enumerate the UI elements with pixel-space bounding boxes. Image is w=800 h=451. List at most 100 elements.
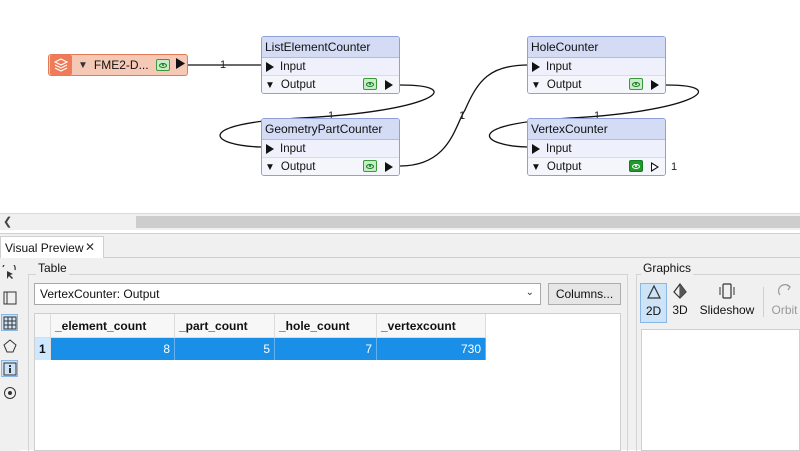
scrollbar-thumb[interactable] <box>136 216 800 228</box>
output-port[interactable]: ▼ Output <box>528 158 665 175</box>
triangle-2d-icon <box>641 284 666 304</box>
input-port-icon <box>532 61 540 72</box>
output-port[interactable]: ▼ Output <box>262 76 399 93</box>
slideshow-button[interactable]: Slideshow <box>697 283 757 323</box>
port-label: Input <box>280 60 306 73</box>
workspace-canvas[interactable]: 1 1 1 1 1 ▼ FME2-D... ListElementCounter… <box>0 0 800 213</box>
port-label: Input <box>546 142 572 155</box>
preview-side-toolbar <box>0 260 20 451</box>
transformer-holecounter[interactable]: HoleCounter Input ▼ Output <box>527 36 666 94</box>
port-label: Output <box>280 79 316 91</box>
close-icon[interactable]: ✕ <box>84 240 95 254</box>
pyramid-3d-icon <box>668 283 692 303</box>
canvas-horizontal-scrollbar[interactable]: ❮ <box>0 213 800 230</box>
table-cell[interactable]: 8 <box>51 338 175 360</box>
input-port-icon <box>532 143 540 154</box>
camera-settings-icon[interactable] <box>1 384 18 401</box>
button-label: 3D <box>672 303 688 317</box>
port-label: Input <box>546 60 572 73</box>
graphics-group-box <box>636 274 800 451</box>
tab-visual-preview[interactable]: Visual Preview ✕ <box>0 236 104 258</box>
slideshow-icon <box>697 283 757 303</box>
columns-button[interactable]: Columns... <box>548 283 621 305</box>
column-header[interactable]: _part_count <box>175 314 275 338</box>
feature-table[interactable]: _element_count _part_count _hole_count _… <box>34 313 621 451</box>
input-port[interactable]: Input <box>262 140 399 158</box>
graphics-viewport[interactable] <box>641 329 800 451</box>
input-port-icon <box>266 61 274 72</box>
output-port-icon[interactable] <box>175 58 185 72</box>
scroll-left-arrow-icon[interactable]: ❮ <box>3 216 13 228</box>
input-port[interactable]: Input <box>528 140 665 158</box>
connection-count-label: 1 <box>328 110 335 122</box>
output-port-icon <box>385 80 393 90</box>
reader-name: FME2-D... <box>93 58 149 72</box>
connection-count-label: 1 <box>220 59 227 71</box>
orbit-button[interactable]: Orbit <box>769 283 800 323</box>
table-cell[interactable]: 7 <box>275 338 377 360</box>
column-header[interactable]: _element_count <box>51 314 175 338</box>
chevron-down-icon[interactable]: ▼ <box>531 161 541 173</box>
select-cursor-icon[interactable] <box>1 264 18 281</box>
table-cell[interactable]: 5 <box>175 338 275 360</box>
transformer-title: ListElementCounter <box>262 37 399 58</box>
polygon-icon[interactable] <box>1 337 18 354</box>
input-port[interactable]: Input <box>262 58 399 76</box>
column-header[interactable]: _vertexcount <box>377 314 486 338</box>
connection-listelementcounter-to-geometrypartcounter <box>219 84 435 148</box>
input-port-icon <box>266 143 274 154</box>
output-port[interactable]: ▼ Output <box>262 158 399 175</box>
inspect-eye-icon[interactable] <box>363 78 377 90</box>
transformer-vertexcounter[interactable]: VertexCounter Input ▼ Output <box>527 118 666 176</box>
port-label: Input <box>280 142 306 155</box>
preview-tab-bar: Visual Preview ✕ <box>0 234 800 258</box>
graphics-group-label: Graphics <box>641 261 694 275</box>
transformer-geometrypartcounter[interactable]: GeometryPartCounter Input ▼ Output <box>261 118 400 176</box>
input-port[interactable]: Input <box>528 58 665 76</box>
transformer-listelementcounter[interactable]: ListElementCounter Input ▼ Output <box>261 36 400 94</box>
orbit-icon <box>769 283 800 303</box>
button-label: Orbit <box>771 303 798 317</box>
feature-info-panel-icon[interactable] <box>1 289 18 306</box>
selected-output-value: VertexCounter: Output <box>40 287 160 301</box>
port-label: Output <box>280 161 316 173</box>
inspect-eye-icon[interactable] <box>155 59 170 71</box>
layers-icon <box>50 55 72 75</box>
column-header[interactable]: _hole_count <box>275 314 377 338</box>
output-port[interactable]: ▼ Output <box>528 76 665 93</box>
table-view-icon[interactable] <box>1 314 18 331</box>
toolbar-separator <box>763 287 764 317</box>
connection-count-label: 1 <box>459 110 466 122</box>
chevron-down-icon[interactable]: ▼ <box>265 79 275 91</box>
visual-preview-panel: Visual Preview ✕ Table VertexCounter: Ou… <box>0 233 800 451</box>
inspect-eye-icon[interactable] <box>629 78 643 90</box>
table-corner <box>35 314 51 338</box>
reader-feature-type[interactable]: ▼ FME2-D... <box>48 54 188 76</box>
port-label: Output <box>546 161 582 173</box>
view-2d-button[interactable]: 2D <box>640 283 667 323</box>
table-group-label: Table <box>36 261 69 275</box>
connection-count-label: 1 <box>671 161 678 173</box>
chevron-down-icon[interactable]: ▼ <box>265 161 275 173</box>
transformer-title: VertexCounter <box>528 119 665 140</box>
button-label: Slideshow <box>699 303 755 317</box>
table-cell[interactable]: 730 <box>377 338 486 360</box>
inspect-eye-icon-active[interactable] <box>629 160 643 172</box>
row-number[interactable]: 1 <box>35 338 51 360</box>
output-port-icon <box>651 80 659 90</box>
transformer-title: GeometryPartCounter <box>262 119 399 140</box>
view-3d-button[interactable]: 3D <box>668 283 692 323</box>
chevron-down-icon[interactable]: ▼ <box>531 79 541 91</box>
transformer-title: HoleCounter <box>528 37 665 58</box>
connection-lines <box>186 64 700 167</box>
button-label: 2D <box>645 304 662 318</box>
info-icon[interactable] <box>1 360 18 377</box>
connection-count-label: 1 <box>594 110 601 122</box>
connection-holecounter-to-vertexcounter <box>489 84 700 148</box>
chevron-down-icon[interactable]: ▼ <box>78 59 88 71</box>
inspect-eye-icon[interactable] <box>363 160 377 172</box>
output-selector-dropdown[interactable]: VertexCounter: Output ⌄ <box>34 283 541 305</box>
port-label: Output <box>546 79 582 91</box>
table-group-box <box>28 274 628 451</box>
output-port-icon <box>385 162 393 172</box>
